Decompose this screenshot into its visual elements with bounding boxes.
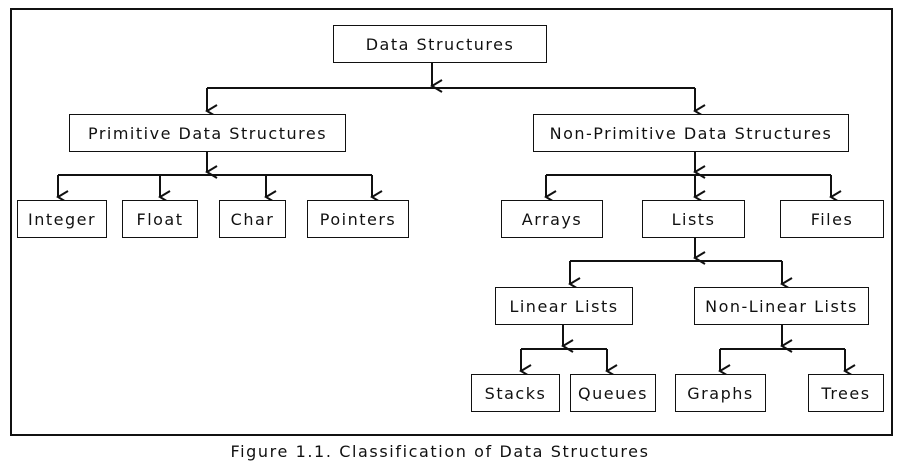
node-data-structures: Data Structures <box>333 25 547 63</box>
node-char: Char <box>219 200 286 238</box>
node-graphs: Graphs <box>675 374 766 412</box>
node-files: Files <box>780 200 884 238</box>
node-linear-lists: Linear Lists <box>495 287 633 325</box>
node-queues: Queues <box>570 374 656 412</box>
figure-caption: Figure 1.1. Classification of Data Struc… <box>230 442 650 461</box>
node-trees: Trees <box>808 374 884 412</box>
node-lists: Lists <box>642 200 745 238</box>
node-arrays: Arrays <box>501 200 603 238</box>
diagram-frame <box>10 8 893 436</box>
node-float: Float <box>122 200 198 238</box>
node-stacks: Stacks <box>471 374 560 412</box>
node-non-linear-lists: Non-Linear Lists <box>694 287 869 325</box>
node-non-primitive-data-structures: Non-Primitive Data Structures <box>533 114 849 152</box>
node-pointers: Pointers <box>307 200 409 238</box>
node-integer: Integer <box>17 200 107 238</box>
node-primitive-data-structures: Primitive Data Structures <box>69 114 346 152</box>
